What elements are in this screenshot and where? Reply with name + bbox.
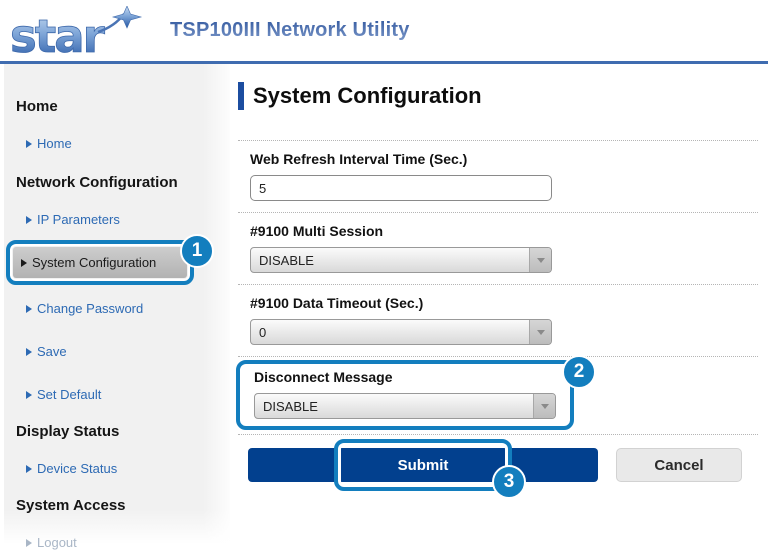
chevron-down-icon — [533, 394, 555, 418]
app-title: TSP100III Network Utility — [170, 19, 410, 41]
form-group-web-refresh: Web Refresh Interval Time (Sec.) — [238, 141, 758, 212]
sidebar: Home Home Network Configuration IP Param… — [4, 64, 230, 550]
cancel-button[interactable]: Cancel — [616, 448, 742, 482]
annotation-badge-1: 1 — [180, 234, 214, 268]
separator — [238, 434, 758, 435]
field-label-disconnect-message: Disconnect Message — [254, 369, 393, 385]
separator — [238, 284, 758, 285]
sidebar-heading-system-access: System Access — [16, 497, 126, 514]
page-title: System Configuration — [238, 82, 758, 110]
separator — [238, 140, 758, 141]
annotation-badge-3: 3 — [492, 465, 526, 499]
separator — [238, 212, 758, 213]
sidebar-item-home[interactable]: Home — [26, 136, 72, 152]
sidebar-item-device-status[interactable]: Device Status — [26, 461, 117, 477]
web-refresh-interval-input[interactable] — [250, 175, 552, 201]
field-label-web-refresh: Web Refresh Interval Time (Sec.) — [250, 151, 468, 167]
sidebar-item-system-configuration[interactable]: System Configuration — [13, 247, 187, 278]
arrow-right-icon — [26, 465, 32, 473]
star-logo: star — [10, 5, 143, 60]
arrow-right-icon — [26, 539, 32, 547]
submit-button[interactable]: Submit 3 — [248, 439, 598, 499]
form-group-multi-session: #9100 Multi Session DISABLE — [238, 213, 758, 284]
annotation-badge-2: 2 — [562, 355, 596, 389]
sidebar-item-change-password[interactable]: Change Password — [26, 301, 143, 317]
arrow-right-icon — [21, 258, 27, 267]
annotation-box-3: 3 — [334, 439, 526, 499]
arrow-right-icon — [26, 391, 32, 399]
annotation-box-2: Disconnect Message DISABLE 2 — [236, 355, 596, 430]
annotation-box-1: System Configuration 1 — [6, 234, 214, 285]
arrow-right-icon — [26, 216, 32, 224]
svg-text:star: star — [10, 10, 106, 60]
form-group-data-timeout: #9100 Data Timeout (Sec.) 0 — [238, 285, 758, 356]
data-timeout-select-value: 0 — [259, 324, 267, 340]
chevron-down-icon — [529, 320, 551, 344]
disconnect-message-select-value: DISABLE — [263, 398, 318, 414]
multi-session-select-value: DISABLE — [259, 252, 314, 268]
arrow-right-icon — [26, 348, 32, 356]
main-content: System Configuration Web Refresh Interva… — [230, 64, 768, 544]
app-header: star TSP100III Network Utility — [0, 0, 768, 64]
chevron-down-icon — [529, 248, 551, 272]
multi-session-select[interactable]: DISABLE — [250, 247, 552, 273]
sidebar-heading-display-status: Display Status — [16, 423, 120, 440]
sidebar-item-logout[interactable]: Logout — [26, 535, 77, 551]
data-timeout-select[interactable]: 0 — [250, 319, 552, 345]
sidebar-item-save[interactable]: Save — [26, 344, 67, 360]
field-label-multi-session: #9100 Multi Session — [250, 223, 384, 239]
separator — [238, 356, 758, 357]
sidebar-item-set-default[interactable]: Set Default — [26, 387, 101, 403]
disconnect-message-select[interactable]: DISABLE — [254, 393, 556, 419]
arrow-right-icon — [26, 140, 32, 148]
sidebar-heading-network-configuration: Network Configuration — [16, 174, 178, 191]
sidebar-item-ip-parameters[interactable]: IP Parameters — [26, 212, 120, 228]
buttons-row: Submit 3 Cancel — [238, 439, 758, 499]
field-label-data-timeout: #9100 Data Timeout (Sec.) — [250, 295, 424, 311]
arrow-right-icon — [26, 305, 32, 313]
sidebar-heading-home: Home — [16, 98, 58, 115]
